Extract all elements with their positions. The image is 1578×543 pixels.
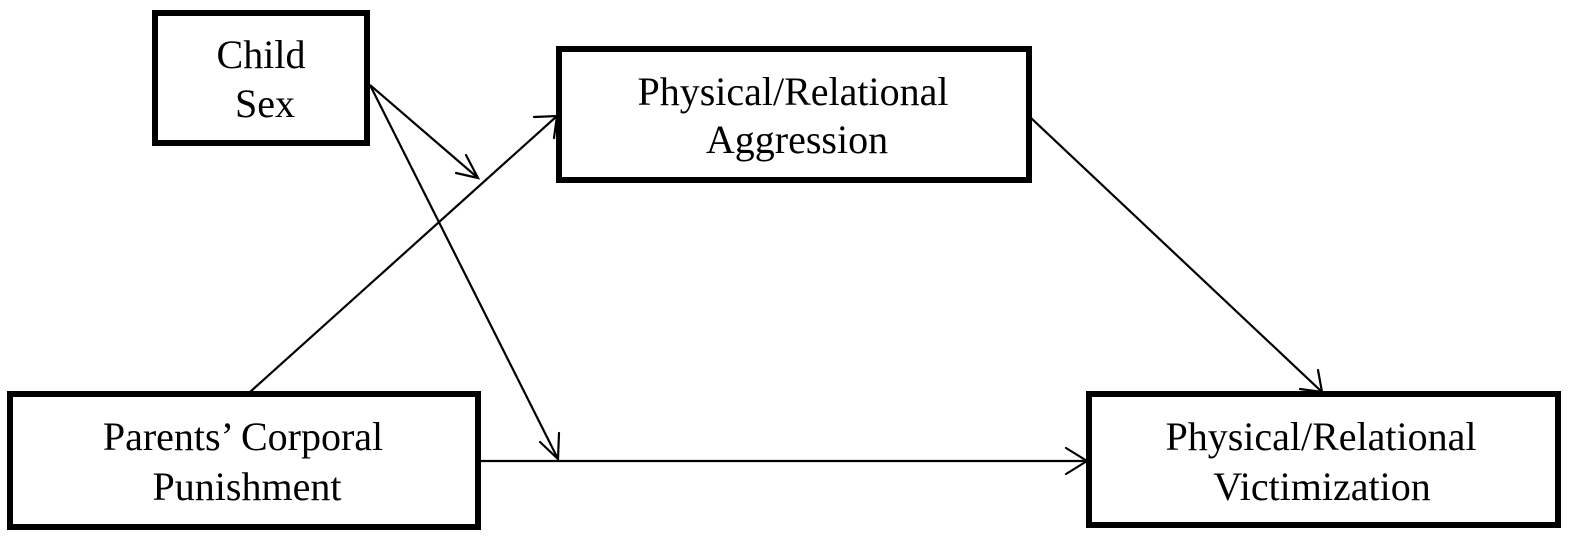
node-punishment-line-1: Parents’ Corporal [103,414,383,459]
edge-punishment-to-aggression [249,115,558,393]
node-victimization-line-1: Physical/Relational [1165,414,1476,459]
node-child-sex-box [152,10,370,146]
arrowhead-moderation-aggression [454,153,481,180]
node-aggression-box [556,46,1032,183]
node-child-sex-line-1: Child [217,32,306,77]
edge-sex-moderates-aggression-path [369,84,479,179]
edge-sex-moderates-victimization-path [369,84,559,460]
node-punishment-box [7,391,481,530]
node-aggression-line-1: Physical/Relational [637,69,948,114]
arrowhead-moderation-victimization [538,431,561,462]
node-child-sex-line-2: Sex [235,81,295,126]
node-victimization: Physical/Relational Victimization [1086,391,1561,528]
node-punishment: Parents’ Corporal Punishment [7,391,481,530]
node-punishment-line-2: Punishment [153,464,342,509]
node-aggression-line-2: Aggression [706,117,888,162]
node-aggression: Physical/Relational Aggression [556,46,1032,183]
node-child-sex: Child Sex [152,10,370,146]
node-victimization-box [1086,391,1561,528]
node-victimization-line-2: Victimization [1213,464,1431,509]
edge-aggression-to-victimization [1030,117,1323,393]
